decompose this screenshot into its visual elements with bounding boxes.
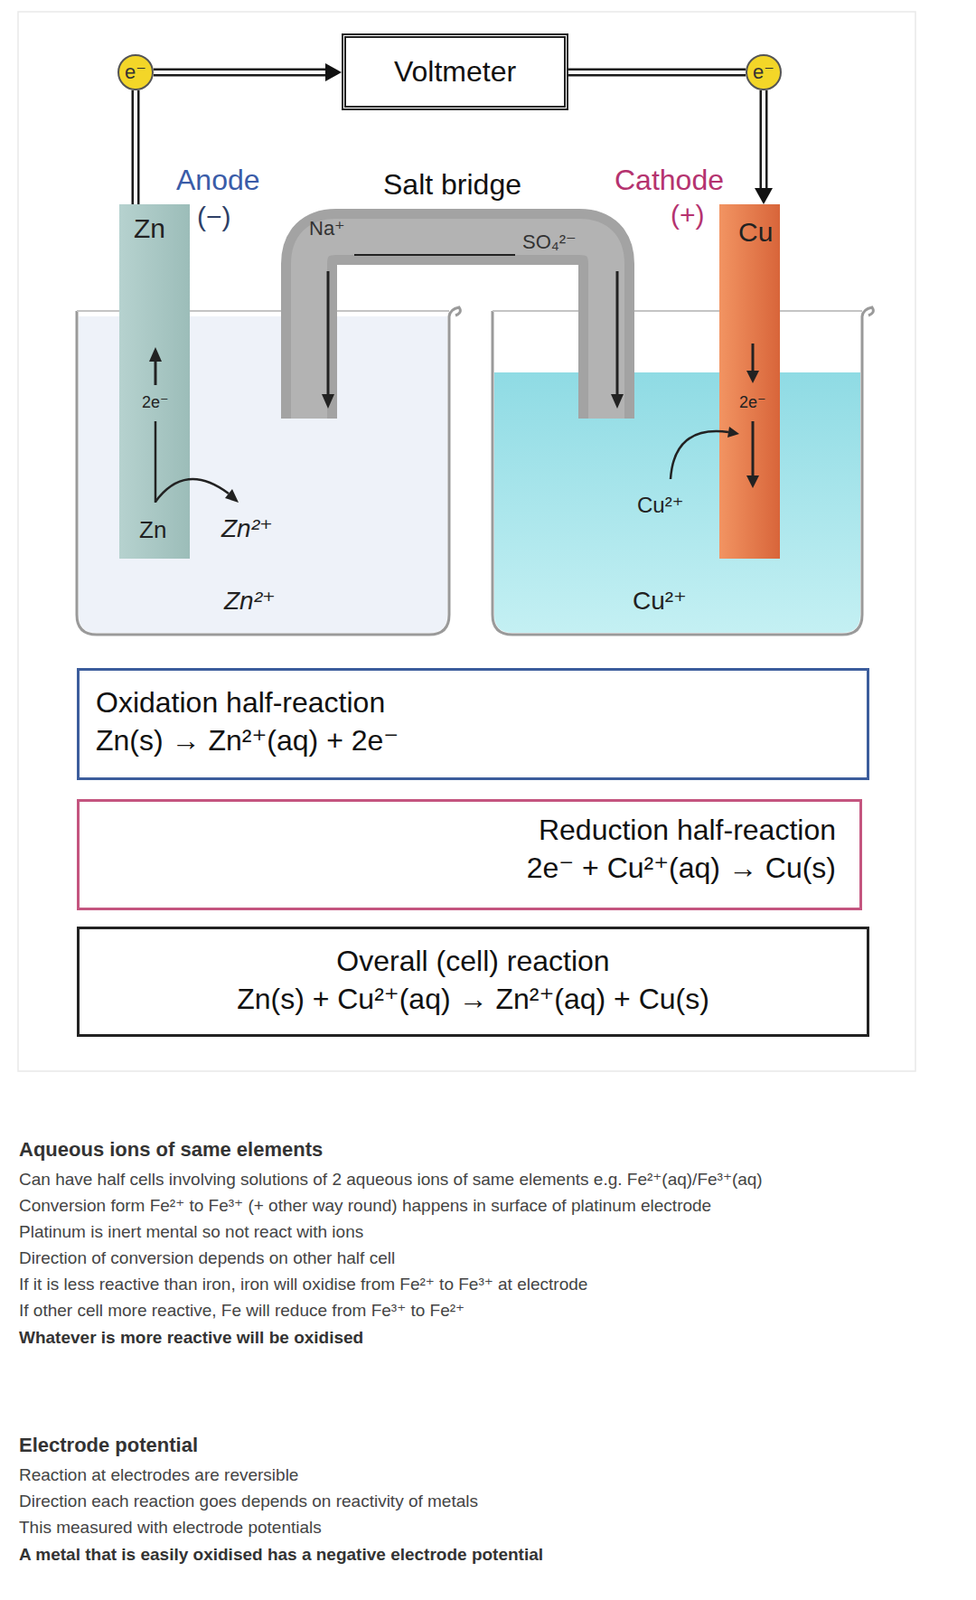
electrode-label: Anode — [176, 162, 261, 198]
electron-arrow — [751, 421, 755, 478]
copper-solution — [494, 372, 861, 633]
ion-label: Zn²⁺ — [224, 585, 276, 617]
wire-connector — [568, 72, 746, 74]
wire-outer — [760, 90, 769, 192]
salt-bridge-shade — [309, 236, 607, 419]
arrowhead — [727, 426, 740, 438]
note-line: Reaction at electrodes are reversible — [18, 1464, 959, 1486]
note-line: If other cell more reactive, Fe will red… — [18, 1300, 959, 1322]
copper-electrode-node: Cu 2e⁻ — [719, 204, 780, 559]
node-text: e⁻ — [752, 60, 775, 85]
copper-electrode — [719, 204, 780, 559]
part-label: Salt bridge — [383, 167, 522, 202]
beaker-rim — [492, 309, 863, 312]
note-line: Direction each reaction goes depends on … — [18, 1491, 959, 1512]
node-text: Oxidation half-reaction — [95, 683, 851, 722]
ion-label: Na⁺ — [309, 216, 346, 241]
electron-circle: e⁻ — [117, 54, 154, 91]
polarity-sign: (−) — [197, 200, 232, 234]
zinc-electrode-node: Zn 2e⁻ Zn — [119, 204, 190, 559]
oxidation-box: Oxidation half-reactionZn(s) → Zn²⁺(aq) … — [76, 667, 870, 780]
figure-panel — [18, 11, 916, 1071]
wire-connector — [153, 63, 342, 82]
note-line: Conversion form Fe²⁺ to Fe³⁺ (+ other wa… — [18, 1195, 959, 1217]
arrowhead — [610, 394, 624, 409]
ion-label: Cu²⁺ — [637, 492, 684, 519]
node-text: Zn(s) → Zn²⁺(aq) + 2e⁻ — [95, 721, 851, 760]
wire-inner — [568, 70, 746, 75]
wire-arrowhead — [754, 187, 773, 205]
ion-flow-arrow — [327, 271, 330, 396]
wire-inner — [153, 70, 329, 75]
wire-inner — [133, 90, 138, 205]
voltmeter-box: Voltmeter — [341, 33, 569, 111]
electron-arrow — [751, 343, 755, 373]
node-text: Zn(s) + Cu²⁺(aq) → Zn²⁺(aq) + Cu(s) — [95, 979, 851, 1018]
node-text: Overall (cell) reaction — [95, 941, 851, 980]
wire-arrowhead — [325, 63, 342, 82]
wire-inner — [761, 90, 766, 192]
node-text: Zn — [139, 516, 167, 545]
arrowhead — [746, 370, 760, 384]
arrowhead — [225, 488, 239, 503]
node-text: 2e⁻ — [739, 392, 767, 413]
note-line: A metal that is easily oxidised has a ne… — [18, 1544, 959, 1566]
node-text: Cu — [738, 216, 773, 248]
note-heading: Aqueous ions of same elements — [18, 1137, 323, 1162]
ion-label: Zn²⁺ — [221, 513, 273, 545]
zinc-electrode — [119, 204, 190, 559]
ion-flow-arrow — [616, 271, 620, 396]
note-line: Whatever is more reactive will be oxidis… — [18, 1327, 959, 1349]
reduction-box: Reduction half-reaction2e⁻ + Cu²⁺(aq) → … — [76, 798, 863, 911]
polarity-sign: (+) — [670, 198, 705, 232]
node-text: Zn — [133, 213, 166, 244]
overall-box: Overall (cell) reactionZn(s) + Cu²⁺(aq) … — [76, 926, 870, 1037]
wire-connector — [754, 90, 773, 205]
node-text: e⁻ — [124, 60, 147, 85]
right-beaker — [492, 307, 873, 635]
note-line: Direction of conversion depends on other… — [18, 1248, 959, 1269]
electron-arrow — [154, 359, 158, 385]
wire-connector — [135, 90, 137, 205]
node-text: Voltmeter — [394, 55, 517, 89]
arrowhead — [321, 394, 335, 409]
wire-outer — [568, 68, 746, 77]
wire-outer — [131, 90, 141, 205]
arrowhead — [149, 347, 162, 362]
node-text: Reduction half-reaction — [95, 810, 836, 849]
oxidation-line — [154, 421, 158, 503]
ion-label: Cu²⁺ — [632, 585, 687, 617]
electrode-label: Cathode — [614, 162, 724, 198]
note-line: If it is less reactive than iron, iron w… — [18, 1274, 959, 1296]
note-line: Can have half cells involving solutions … — [18, 1169, 959, 1191]
note-line: This measured with electrode potentials — [18, 1517, 959, 1539]
note-line: Platinum is inert mental so not react wi… — [18, 1221, 959, 1243]
note-heading: Electrode potential — [18, 1433, 198, 1457]
salt-bridge — [309, 236, 607, 419]
node-text: 2e⁻ + Cu²⁺(aq) → Cu(s) — [95, 848, 836, 887]
ion-label: SO₄²⁻ — [522, 230, 577, 254]
ion-flow-line — [354, 253, 516, 256]
electron-circle: e⁻ — [745, 54, 782, 91]
oxidation-curve — [155, 478, 229, 502]
wire-outer — [153, 68, 329, 77]
arrowhead — [746, 475, 760, 488]
node-text: 2e⁻ — [141, 392, 169, 413]
reduction-curve — [670, 431, 729, 479]
